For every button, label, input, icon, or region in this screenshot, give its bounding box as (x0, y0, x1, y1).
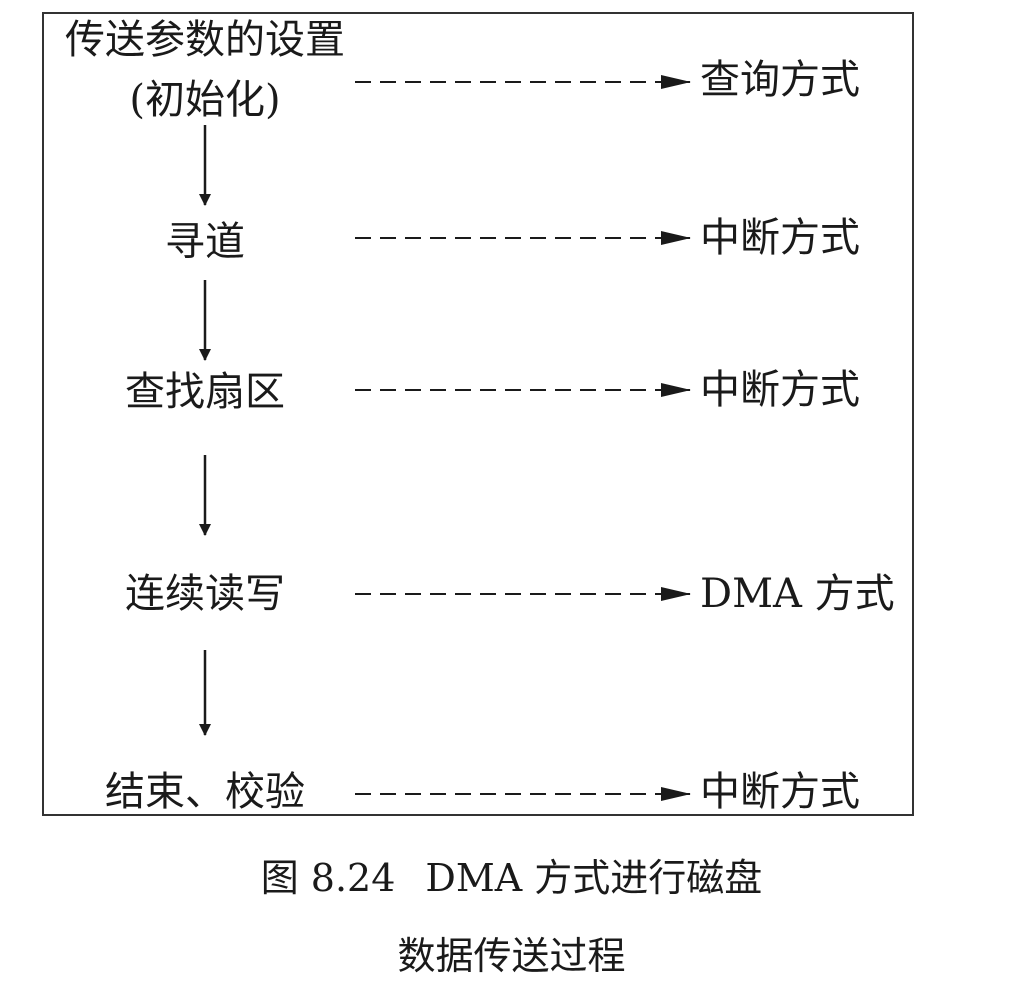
figure-title-line1: DMA 方式进行磁盘 (425, 856, 763, 900)
figure-caption: 图 8.24 DMA 方式进行磁盘 (0, 856, 1023, 900)
step-4-label: 连续读写 (125, 571, 285, 617)
step-1-sublabel: (初始化) (129, 77, 281, 123)
step-3-label: 查找扇区 (125, 369, 285, 415)
figure-title-line2: 数据传送过程 (397, 934, 626, 978)
step-2-label: 寻道 (165, 219, 245, 265)
step-3-mode: 中断方式 (700, 367, 860, 413)
step-2-mode: 中断方式 (700, 215, 860, 261)
step-4-mode: DMA 方式 (700, 571, 895, 617)
figure-number: 图 8.24 (260, 856, 396, 900)
figure-caption-line2: 数据传送过程 (0, 934, 1023, 978)
step-5-label: 结束、校验 (105, 769, 305, 815)
diagram-frame (42, 12, 914, 816)
step-5-mode: 中断方式 (700, 769, 860, 815)
step-1-mode: 查询方式 (700, 57, 860, 103)
step-1-label: 传送参数的设置 (65, 17, 345, 63)
